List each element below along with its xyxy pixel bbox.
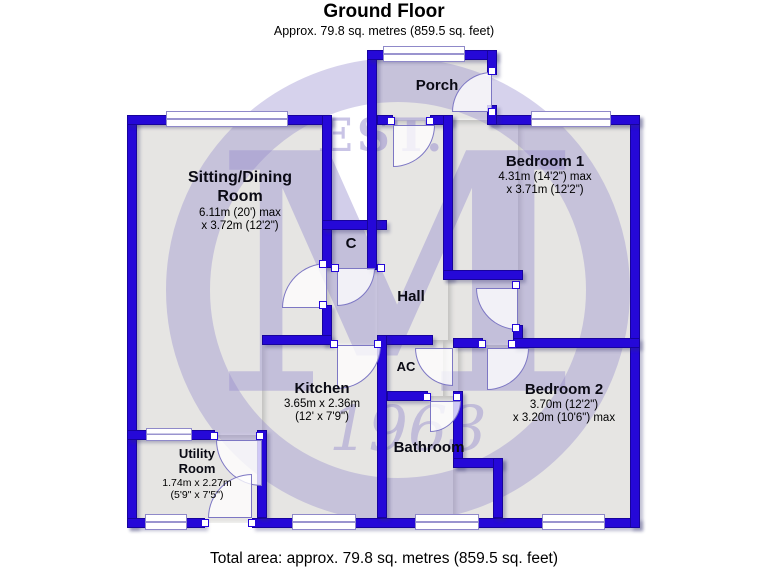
door-jamb — [331, 264, 339, 272]
room-name: C — [345, 235, 357, 252]
wall-kitchen-top — [262, 335, 332, 345]
window-sitting — [166, 111, 288, 127]
window-bathroom — [415, 514, 479, 530]
room-floor-bedroom1-east — [518, 125, 635, 345]
window-kitchen — [292, 514, 356, 530]
page-title: Ground Floor — [323, 1, 445, 22]
door-jamb — [426, 117, 434, 125]
room-name: Bedroom 2 — [524, 381, 604, 398]
room-label-kitchen: Kitchen 3.65m x 2.36m (12' x 7'9") — [284, 380, 360, 425]
door-jamb — [330, 340, 338, 348]
room-dimensions: 3.65m x 2.36m — [283, 397, 361, 410]
total-area-text: Total area: approx. 79.8 sq. metres (859… — [209, 550, 559, 567]
window-utility — [145, 514, 187, 530]
room-name: Bedroom 1 — [505, 153, 585, 170]
room-label-bedroom2: Bedroom 2 3.70m (12'2") x 3.20m (10'6") … — [513, 381, 615, 426]
wall-kitchen-bath-divider — [377, 335, 387, 518]
room-dimensions: x 3.20m (10'6") max — [512, 412, 616, 425]
door-jamb — [453, 393, 461, 401]
room-name: Kitchen — [294, 380, 350, 397]
room-dimensions: 3.70m (12'2") — [529, 398, 599, 411]
room-name: Room — [217, 187, 263, 205]
door-jamb — [512, 281, 520, 289]
door-jamb — [508, 340, 516, 348]
door-jamb — [512, 324, 520, 332]
room-name: Sitting/Dining — [188, 169, 292, 186]
door-jamb — [478, 340, 486, 348]
window-bedroom1 — [531, 111, 611, 127]
room-dimensions: 6.11m (20') max — [199, 206, 281, 219]
door-jamb — [488, 108, 496, 116]
door-jamb — [488, 67, 496, 75]
room-label-hall: Hall — [397, 288, 425, 306]
door-jamb — [377, 264, 385, 272]
room-dimensions: x 3.72m (12'2") — [201, 220, 279, 233]
room-dimensions: x 3.71m (12'2") — [506, 184, 584, 197]
window-porch — [383, 46, 465, 62]
room-dimensions: (5'9" x 7'5") — [170, 489, 224, 502]
room-label-utility: Utility Room 1.74m x 2.27m (5'9" x 7'5") — [162, 446, 231, 501]
room-label-sitting: Sitting/Dining Room 6.11m (20') max x 3.… — [188, 169, 292, 234]
room-label-ac: AC — [397, 359, 416, 374]
room-label-porch: Porch — [416, 77, 459, 95]
room-name: AC — [396, 359, 416, 374]
door-jamb — [201, 519, 209, 527]
wall-bedroom-divider — [513, 338, 640, 348]
door-jamb — [387, 117, 395, 125]
window-utility-internal — [146, 428, 192, 441]
room-name: Utility — [178, 446, 216, 461]
door-jamb — [248, 519, 256, 527]
wall-outer-right — [630, 115, 640, 528]
room-dimensions: 1.74m x 2.27m — [162, 476, 232, 489]
room-label-cupboard: C — [346, 235, 357, 253]
door-jamb — [210, 432, 218, 440]
room-label-bathroom: Bathroom — [394, 439, 465, 457]
wall-bathroom-top — [387, 391, 428, 401]
room-dimensions: (12' x 7'9") — [295, 411, 349, 424]
wall-bathroom-step-v — [493, 458, 503, 518]
door-jamb — [319, 260, 327, 268]
room-dimensions: 4.31m (14'2") max — [498, 170, 592, 183]
room-name: Porch — [415, 77, 459, 94]
room-name: Room — [178, 461, 216, 477]
window-bedroom2 — [542, 514, 605, 530]
page-subtitle: Approx. 79.8 sq. metres (859.5 sq. feet) — [273, 24, 495, 38]
room-name: Bathroom — [393, 439, 465, 456]
wall-bedroom1-left — [443, 115, 453, 280]
room-name: Hall — [397, 288, 425, 305]
door-jamb — [374, 340, 382, 348]
wall-sitting-right-upper — [322, 115, 332, 268]
door-jamb — [423, 393, 431, 401]
wall-porch-left — [367, 50, 377, 270]
wall-cupboard-top — [322, 220, 387, 230]
door-jamb — [256, 432, 264, 440]
wall-bedroom1-bottom — [443, 270, 523, 280]
room-label-bedroom1: Bedroom 1 4.31m (14'2") max x 3.71m (12'… — [498, 153, 591, 198]
wall-outer-left — [127, 115, 137, 528]
door-jamb — [319, 301, 327, 309]
